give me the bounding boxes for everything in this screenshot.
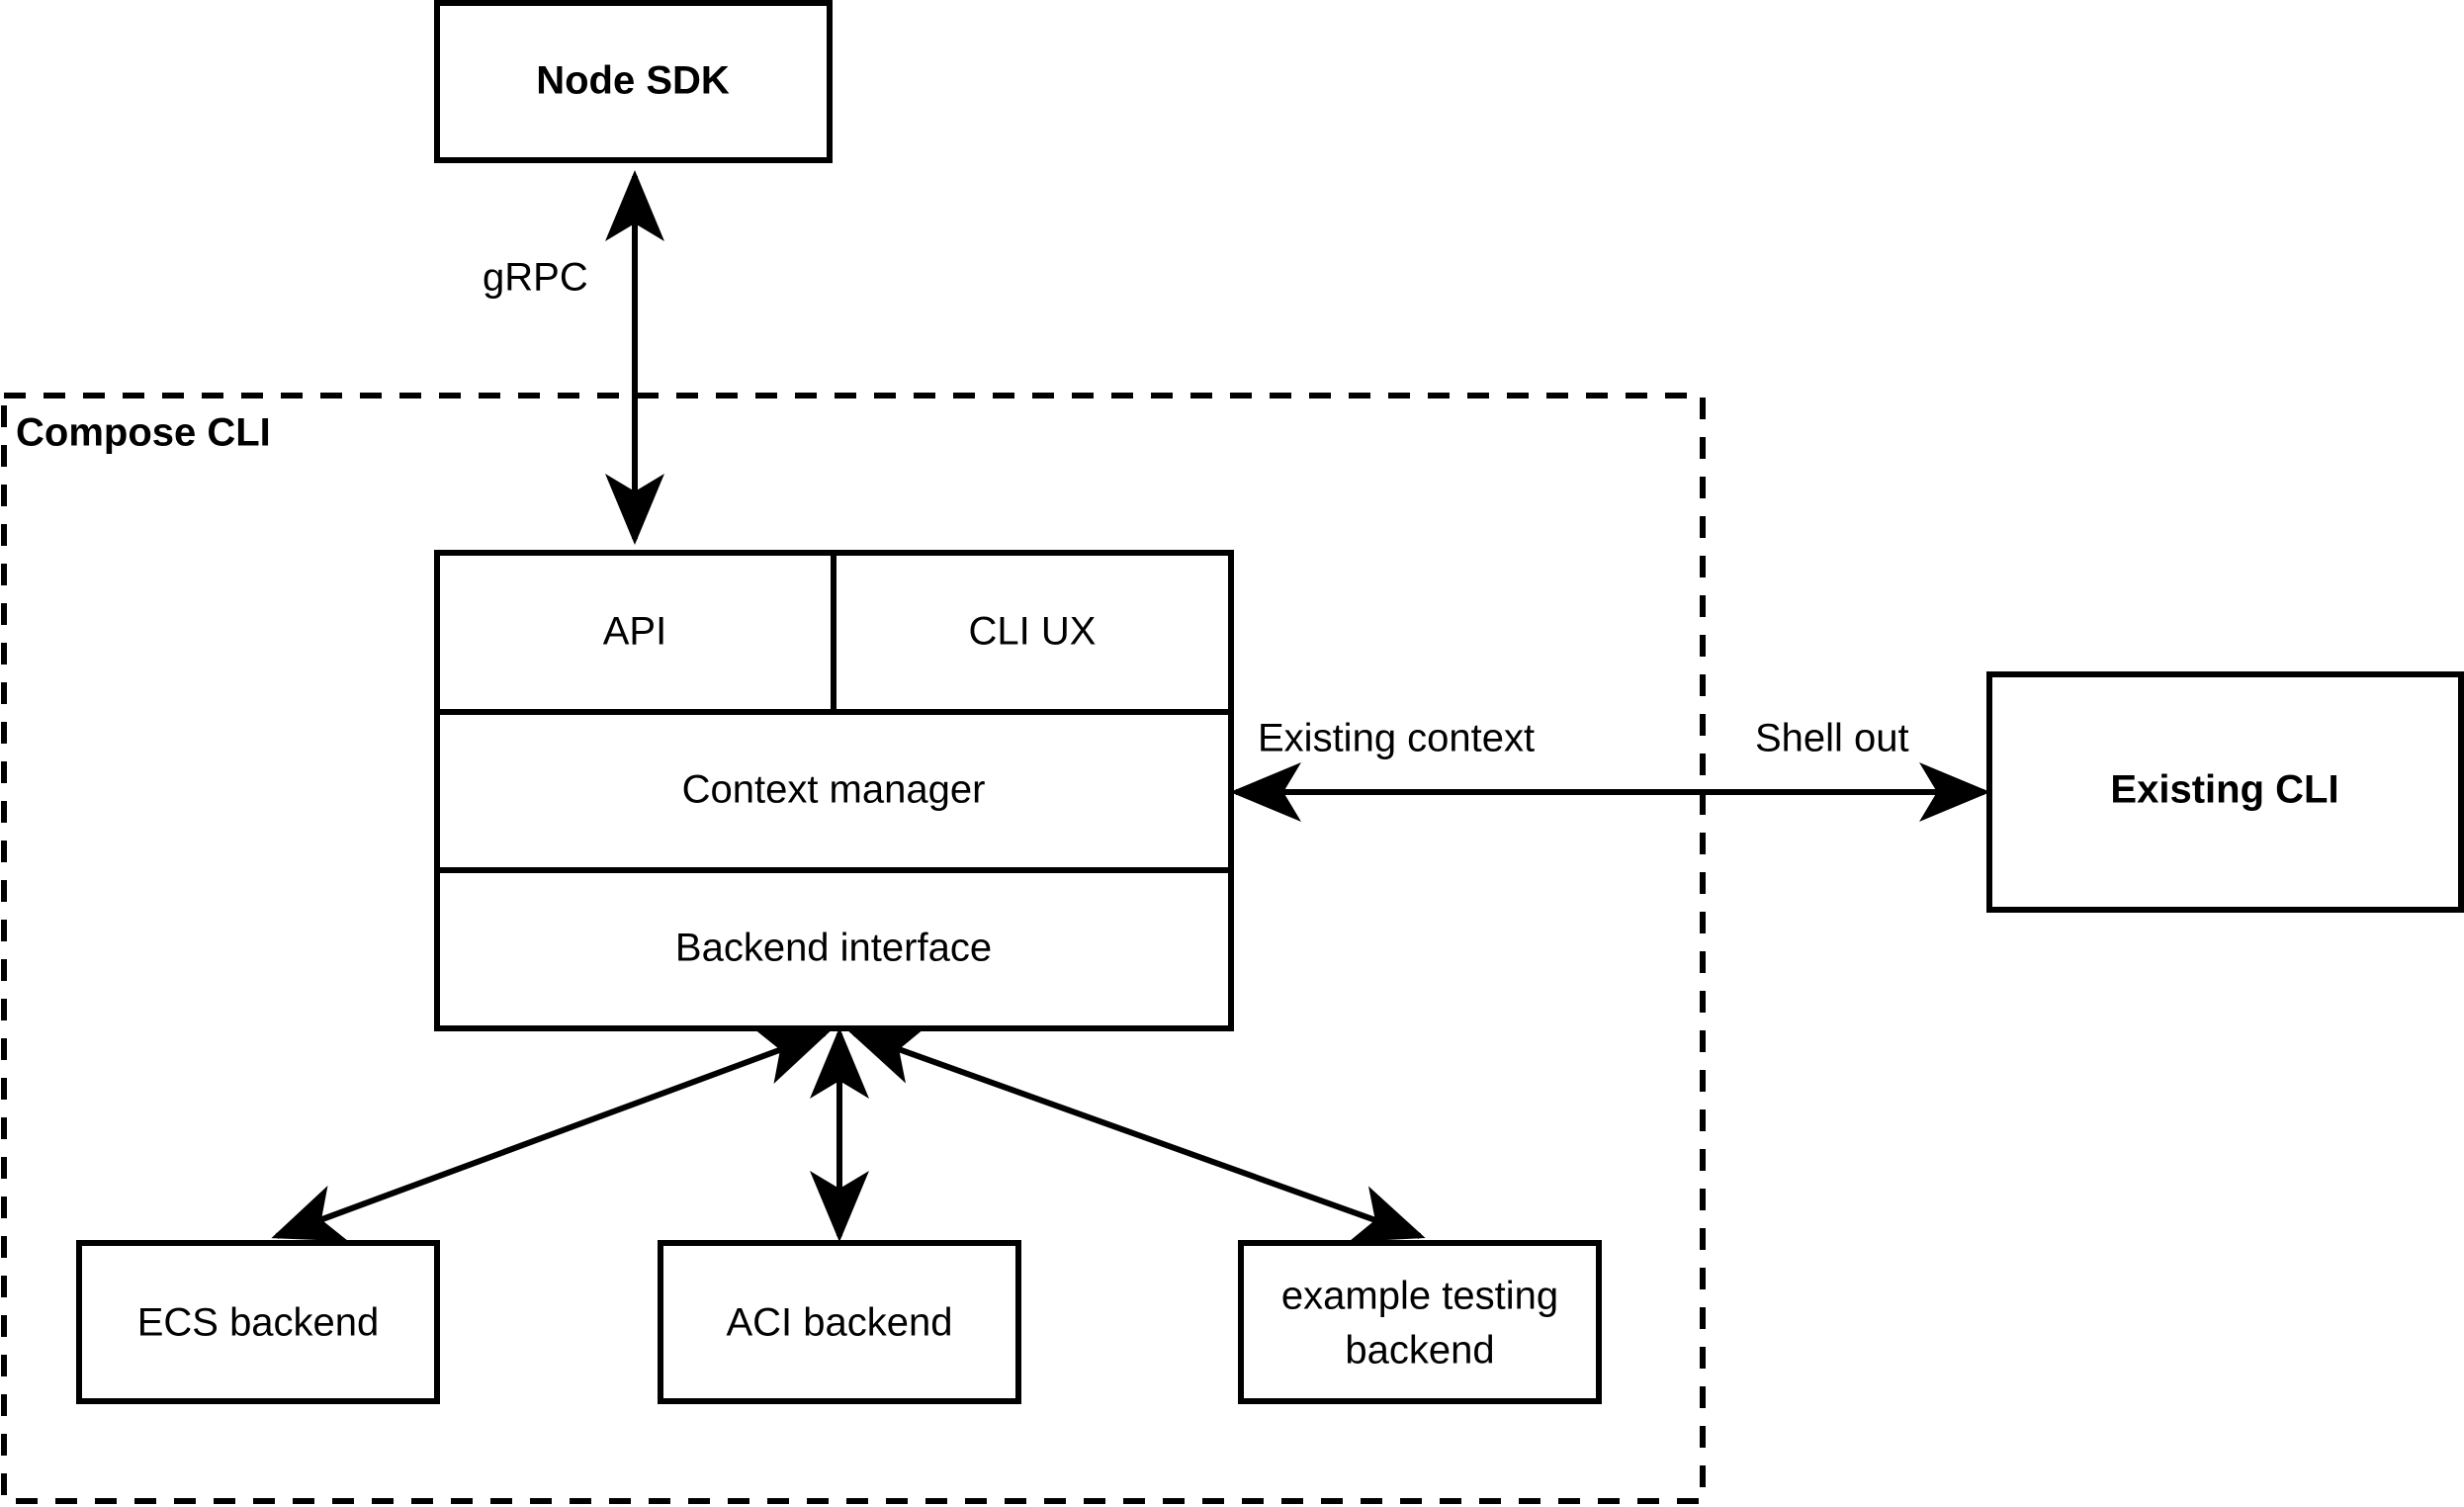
cli-ux-label: CLI UX — [969, 610, 1097, 654]
ecs-backend-label: ECS backend — [137, 1301, 380, 1345]
example-testing-backend-label-line1: example testing — [1281, 1275, 1558, 1318]
api-label: API — [603, 610, 666, 654]
compose-cli-group — [1, 393, 1706, 1504]
example-testing-backend-box[interactable] — [1238, 1240, 1602, 1404]
existing-cli-label: Existing CLI — [2110, 768, 2338, 812]
grpc-label: gRPC — [483, 256, 588, 300]
node-sdk-box[interactable] — [434, 0, 833, 163]
backend-interface-label: Backend interface — [675, 927, 992, 970]
node-sdk-label: Node SDK — [536, 59, 730, 103]
aci-backend-box[interactable] — [658, 1240, 1021, 1404]
example-testing-backend-label-line2: backend — [1345, 1329, 1494, 1373]
existing-context-label: Existing context — [1258, 717, 1535, 760]
context-manager-label: Context manager — [682, 768, 986, 812]
backend-to-example-connector — [848, 1027, 1426, 1242]
shell-out-label: Shell out — [1755, 717, 1909, 760]
ecs-backend-box[interactable] — [76, 1240, 440, 1404]
aci-backend-label: ACI backend — [726, 1301, 952, 1345]
backend-to-ecs-connector — [271, 1027, 831, 1242]
compose-cli-group-label: Compose CLI — [16, 411, 271, 455]
